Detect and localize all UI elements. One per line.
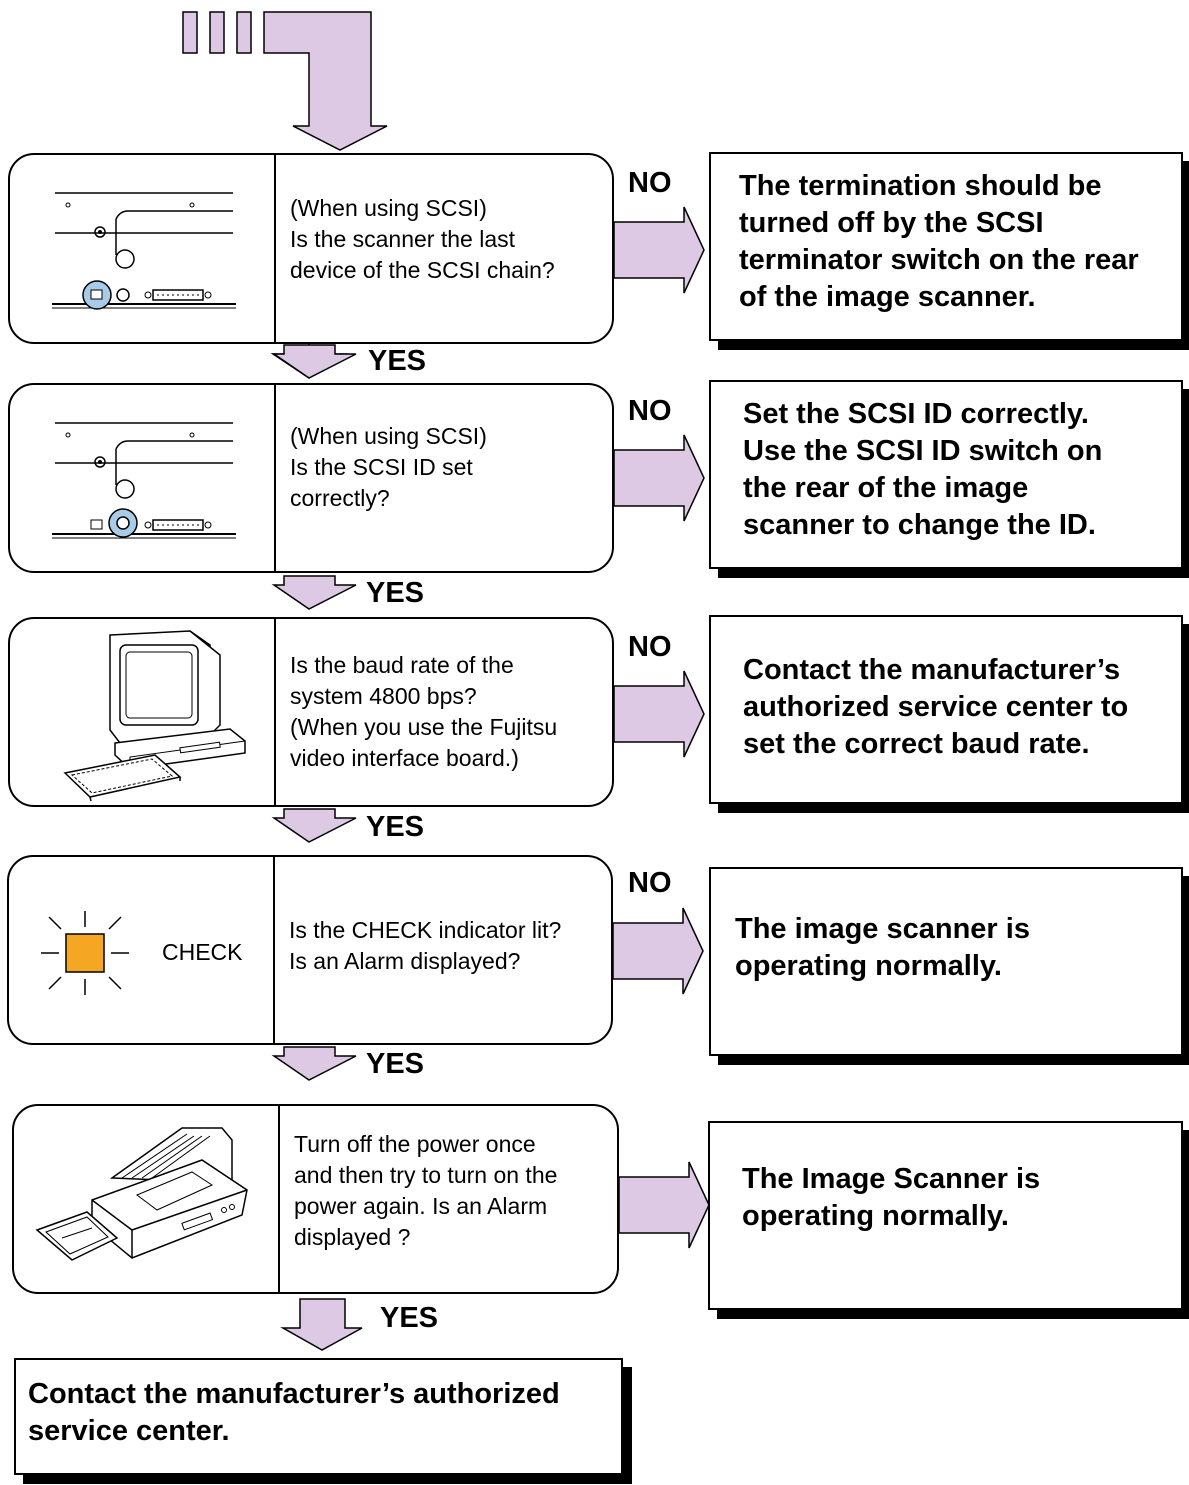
final-box: Contact the manufacturer’s authorized se… bbox=[14, 1358, 623, 1475]
answer-text: Contact the manufacturer’s authorized se… bbox=[743, 654, 1129, 760]
question-text: (When using SCSI) Is the scanner the las… bbox=[290, 195, 555, 283]
answer-box-2: Set the SCSI ID correctly. Use the SCSI … bbox=[709, 380, 1183, 569]
answer-text: The image scanner is operating normally. bbox=[735, 913, 1030, 982]
no-arrow bbox=[613, 434, 705, 522]
divider bbox=[274, 385, 276, 571]
question-text: Is the CHECK indicator lit? Is an Alarm … bbox=[289, 917, 562, 974]
question-box-5: Turn off the power once and then try to … bbox=[12, 1104, 619, 1294]
entry-connector-arrow bbox=[182, 11, 388, 151]
question-text: Is the baud rate of the system 4800 bps?… bbox=[290, 652, 558, 771]
question-box-2: (When using SCSI) Is the SCSI ID set cor… bbox=[8, 383, 614, 573]
answer-box-4: The image scanner is operating normally. bbox=[709, 867, 1183, 1056]
yes-arrow bbox=[271, 575, 357, 610]
yes-label: YES bbox=[366, 811, 425, 843]
answer-box-3: Contact the manufacturer’s authorized se… bbox=[709, 615, 1183, 804]
yes-arrow bbox=[271, 808, 357, 843]
answer-text: The termination should be turned off by … bbox=[739, 170, 1139, 313]
no-label: NO bbox=[628, 167, 672, 199]
yes-label: YES bbox=[368, 345, 427, 377]
no-label: NO bbox=[628, 867, 672, 899]
final-text: Contact the manufacturer’s authorized se… bbox=[28, 1378, 560, 1447]
no-label: NO bbox=[628, 631, 672, 663]
no-arrow bbox=[613, 206, 705, 294]
no-label: NO bbox=[628, 395, 672, 427]
scsi-id-switch-icon bbox=[52, 422, 236, 539]
yes-label: YES bbox=[366, 1048, 425, 1080]
question-text: (When using SCSI) Is the SCSI ID set cor… bbox=[290, 423, 487, 511]
computer-icon bbox=[63, 630, 246, 802]
question-text: Turn off the power once and then try to … bbox=[294, 1131, 558, 1250]
question-box-1: (When using SCSI) Is the scanner the las… bbox=[8, 153, 614, 344]
divider bbox=[274, 155, 276, 342]
no-arrow bbox=[612, 907, 704, 995]
check-indicator-icon bbox=[41, 911, 129, 995]
question-box-4: CHECK Is the CHECK indicator lit? Is an … bbox=[7, 855, 613, 1045]
answer-box-1: The termination should be turned off by … bbox=[709, 152, 1183, 341]
question-box-3: Is the baud rate of the system 4800 bps?… bbox=[8, 617, 614, 807]
check-indicator-label: CHECK bbox=[162, 939, 243, 965]
answer-text: The Image Scanner is operating normally. bbox=[742, 1163, 1041, 1232]
answer-box-5: The Image Scanner is operating normally. bbox=[708, 1121, 1183, 1310]
yes-label: YES bbox=[366, 577, 425, 609]
yes-arrow bbox=[271, 1046, 357, 1081]
image-scanner-icon bbox=[35, 1127, 248, 1261]
no-arrow bbox=[613, 670, 705, 758]
divider bbox=[274, 619, 276, 805]
yes-arrow bbox=[270, 344, 357, 379]
answer-text: Set the SCSI ID correctly. Use the SCSI … bbox=[743, 398, 1103, 541]
divider bbox=[278, 1106, 280, 1292]
scsi-terminator-switch-icon bbox=[52, 192, 236, 310]
yes-label: YES bbox=[380, 1302, 439, 1334]
yes-arrow bbox=[280, 1298, 363, 1351]
no-arrow bbox=[618, 1161, 710, 1249]
divider bbox=[273, 857, 275, 1043]
